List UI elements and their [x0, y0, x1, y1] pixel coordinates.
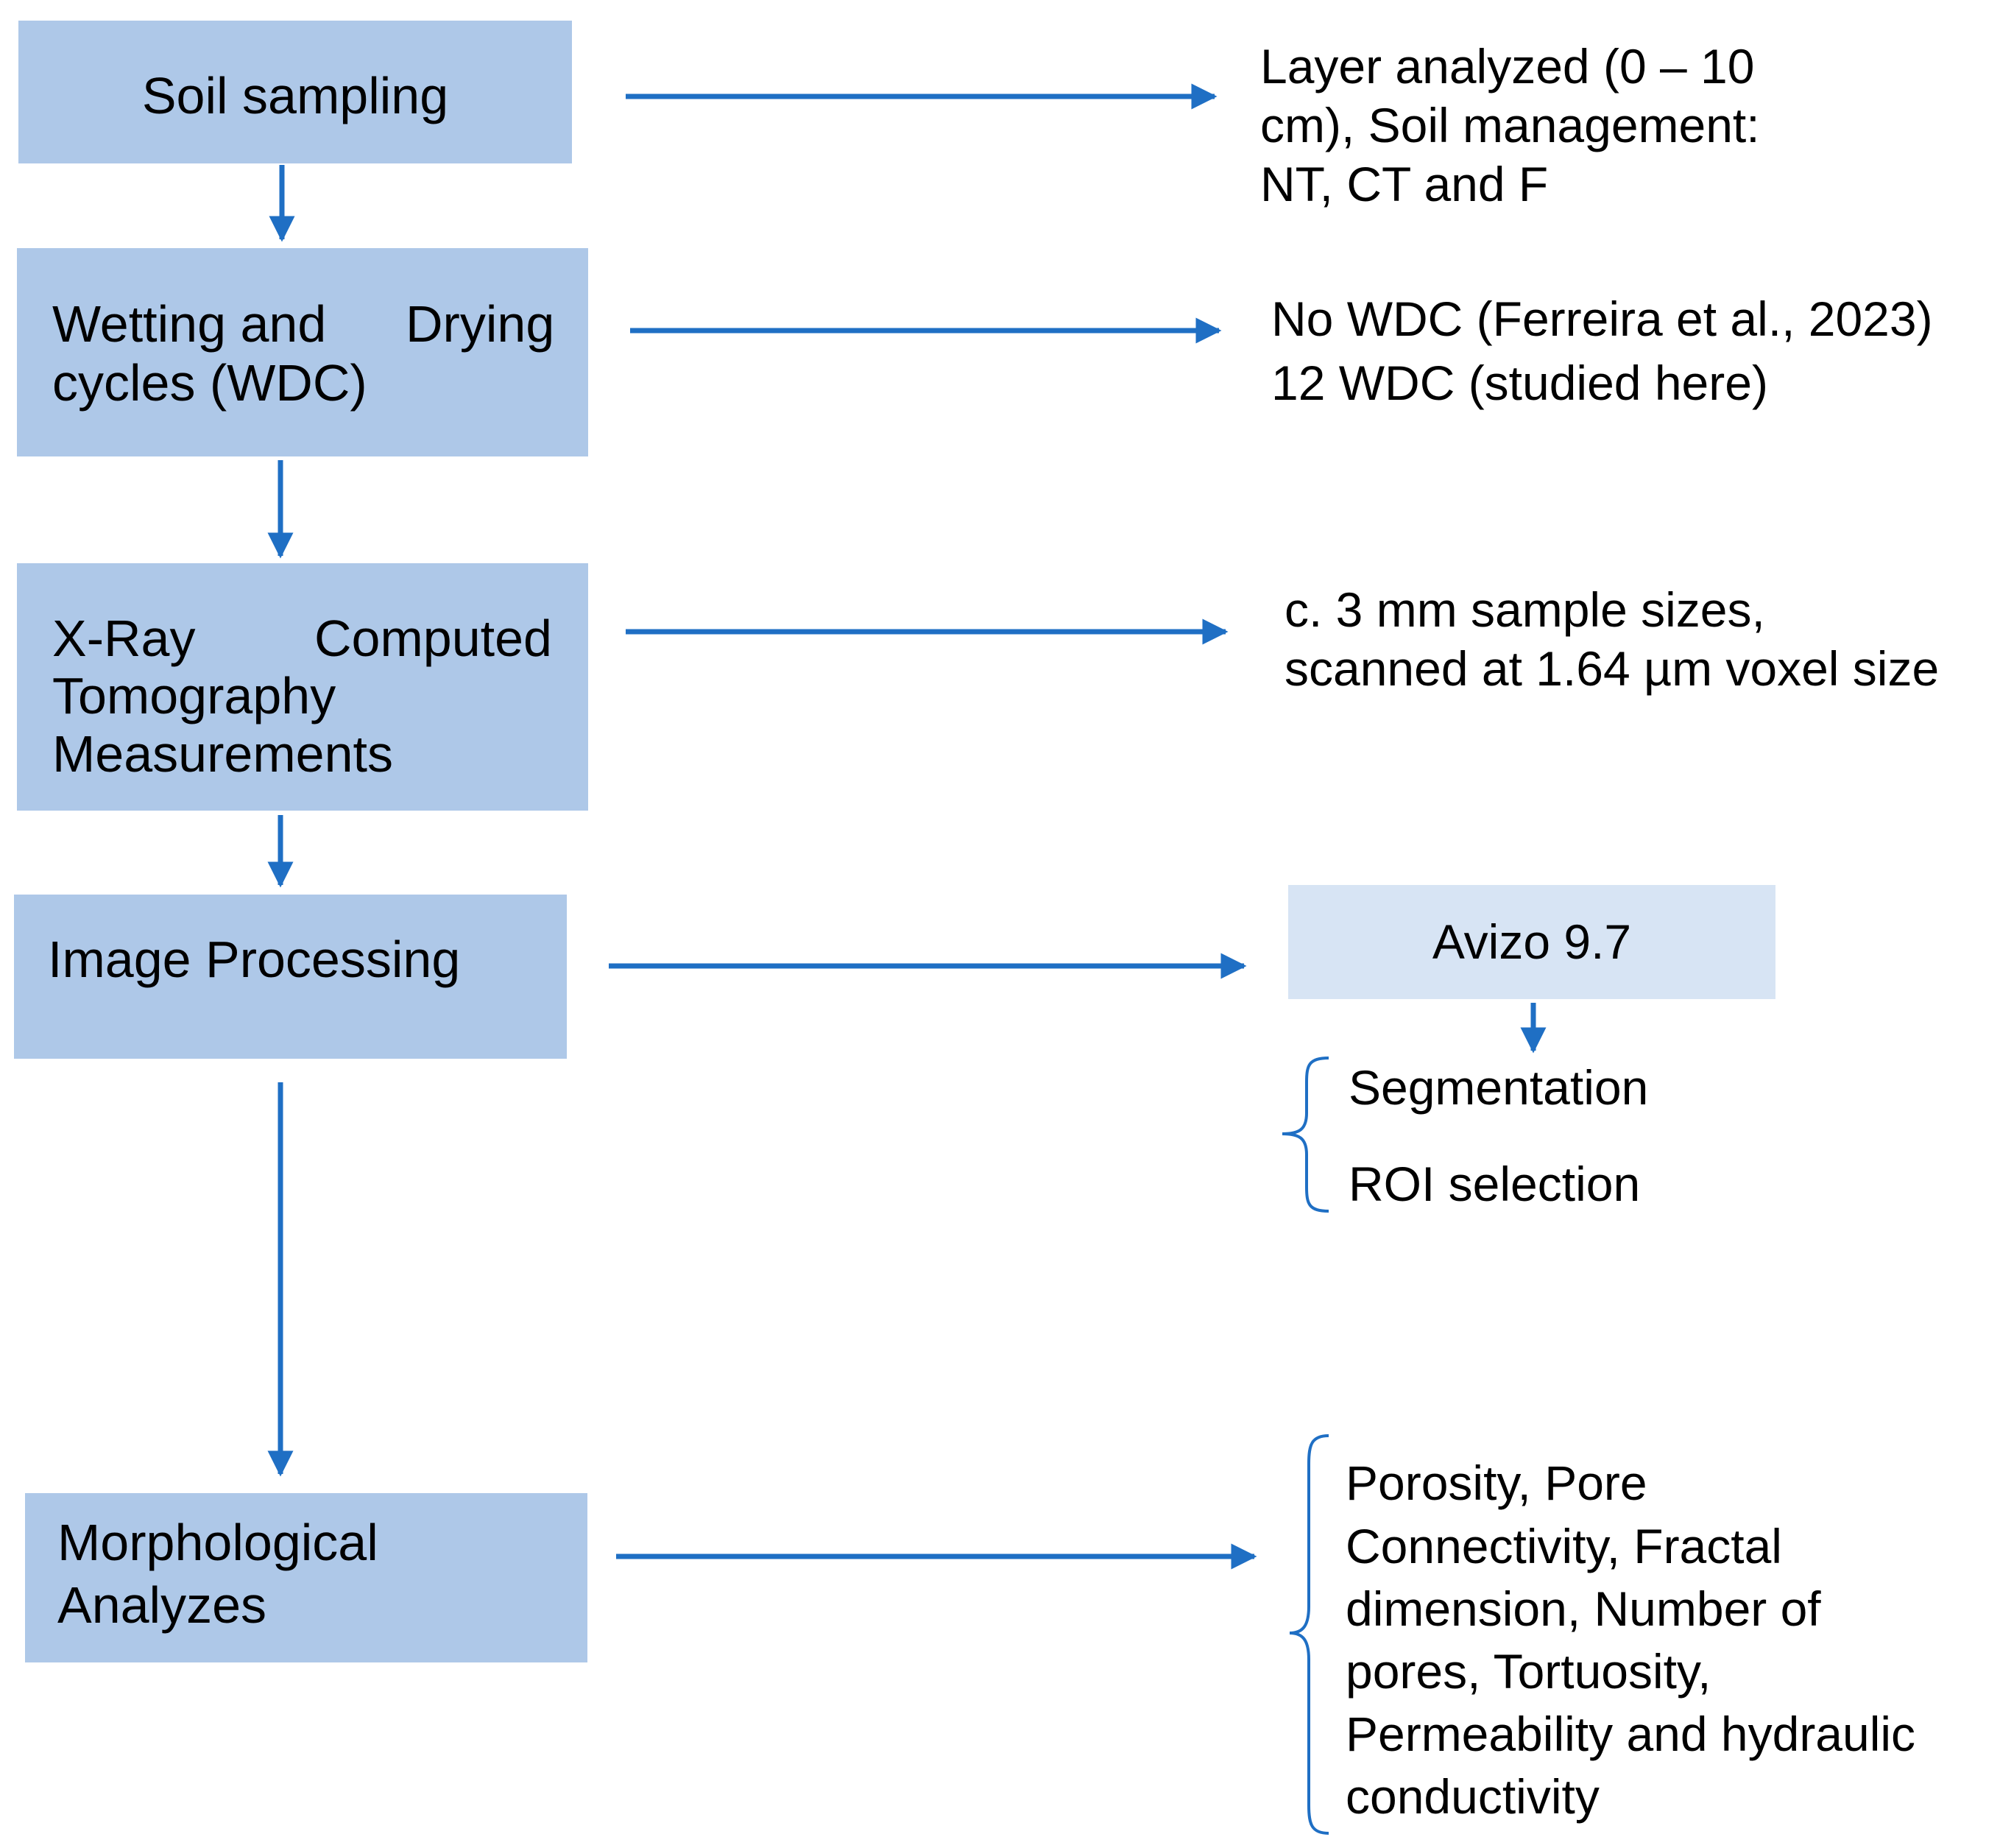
step-xray-ct-line4: Measurements	[52, 725, 393, 783]
processing-segmentation: Segmentation	[1349, 1060, 1649, 1115]
step-morphological-line2: Analyzes	[57, 1576, 267, 1634]
brace-analyses	[1289, 1434, 1329, 1835]
analyses-line4: pores, Tortuosity,	[1346, 1644, 1711, 1699]
step-soil-sampling-label: Soil sampling	[141, 67, 449, 124]
step-wetting-drying-line1: Wetting and	[52, 295, 327, 353]
step-soil-sampling: Soil sampling	[18, 21, 572, 163]
step-morphological-analyzes: Morphological Analyzes	[25, 1493, 587, 1662]
note-sampling-line1: Layer analyzed (0 – 10	[1260, 39, 1755, 94]
analyses-line6: conductivity	[1346, 1769, 1600, 1824]
software-avizo-box: Avizo 9.7	[1288, 885, 1775, 999]
note-ct-line1: c. 3 mm sample sizes,	[1285, 582, 1765, 637]
step-xray-ct: X-Ray Computed Tomography Measurements	[17, 563, 588, 811]
analyses-line1: Porosity, Pore	[1346, 1456, 1647, 1510]
analyses-line3: dimension, Number of	[1346, 1581, 1821, 1636]
step-morphological-line1: Morphological	[57, 1514, 378, 1571]
note-sampling-line2: cm), Soil management:	[1260, 98, 1760, 152]
software-avizo-label: Avizo 9.7	[1432, 914, 1632, 969]
brace-processing	[1282, 1057, 1329, 1213]
analyses-line5: Permeability and hydraulic	[1346, 1707, 1916, 1761]
note-wdc-line2: 12 WDC (studied here)	[1271, 356, 1768, 410]
processing-roi-selection: ROI selection	[1349, 1157, 1641, 1211]
step-xray-ct-line1: X-Ray	[52, 610, 196, 667]
step-xray-ct-line3: Tomography	[52, 667, 336, 724]
analyses-line2: Connectivity, Fractal	[1346, 1519, 1782, 1573]
step-image-processing: Image Processing	[14, 895, 567, 1059]
step-wetting-drying-line2: Drying	[406, 295, 555, 353]
step-xray-ct-line2: Computed	[314, 610, 552, 667]
step-image-processing-label: Image Processing	[48, 931, 461, 988]
note-wdc-line1: No WDC (Ferreira et al., 2023)	[1271, 292, 1933, 346]
step-wetting-drying-line3: cycles (WDC)	[52, 354, 367, 412]
note-ct-line2: scanned at 1.64 µm voxel size	[1285, 641, 1940, 696]
note-sampling-line3: NT, CT and F	[1260, 157, 1549, 211]
step-wetting-drying: Wetting and Drying cycles (WDC)	[17, 248, 588, 456]
